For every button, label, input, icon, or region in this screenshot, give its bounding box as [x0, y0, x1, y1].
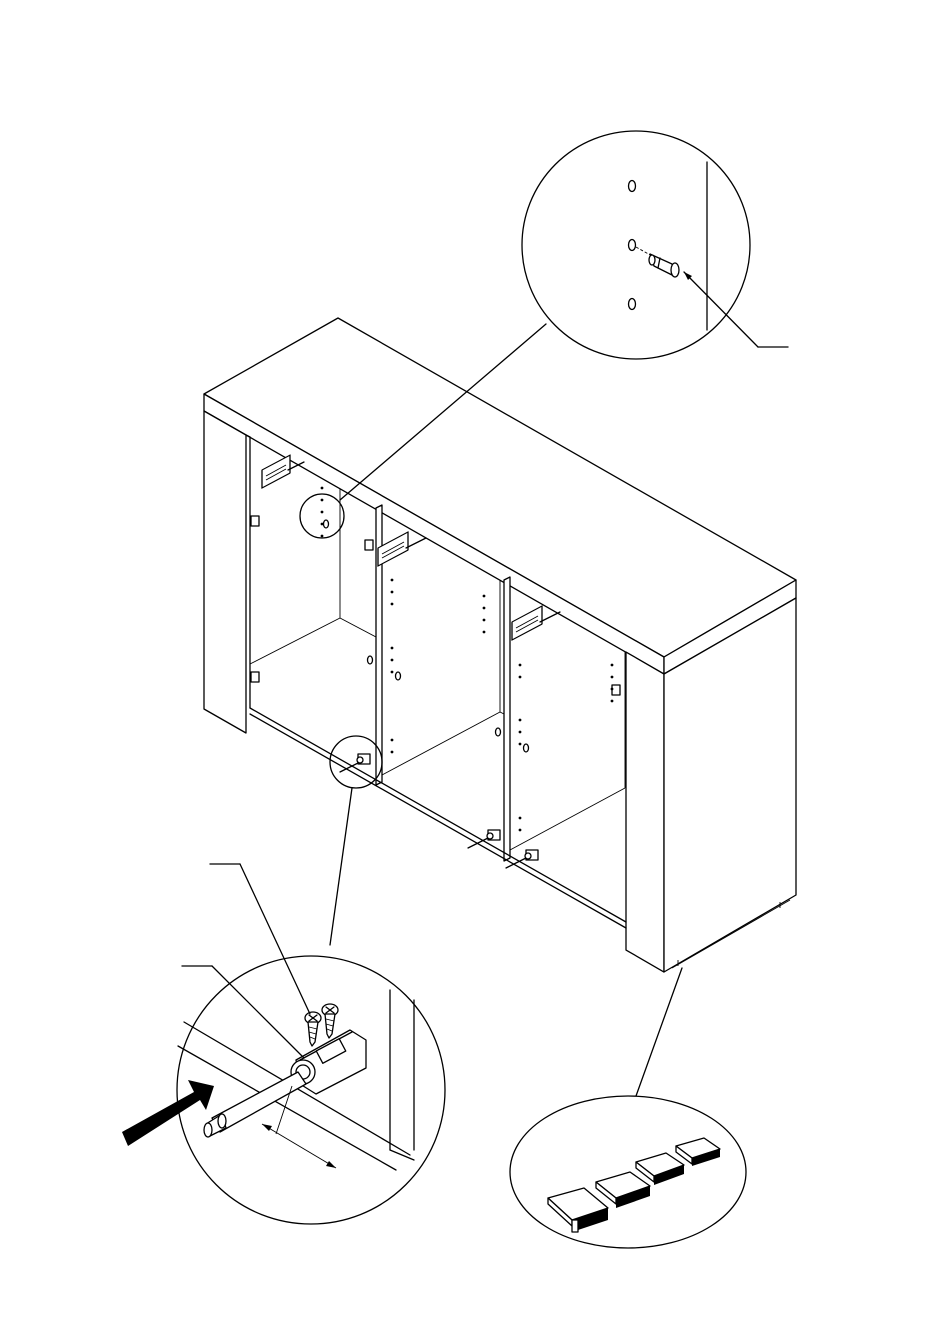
adjustable-floor-glides-detail — [510, 968, 746, 1248]
floor-glide-icon — [548, 1138, 720, 1232]
cabinet — [204, 318, 796, 972]
left-side-panel — [204, 411, 250, 733]
shelf-pin-leader — [684, 272, 788, 347]
latch-leaders — [182, 864, 310, 1058]
shelf-pin-icon — [636, 247, 679, 277]
latch-plunger — [204, 1072, 306, 1137]
push-direction-arrow — [122, 1080, 214, 1146]
door-push-latch-detail — [122, 788, 445, 1224]
